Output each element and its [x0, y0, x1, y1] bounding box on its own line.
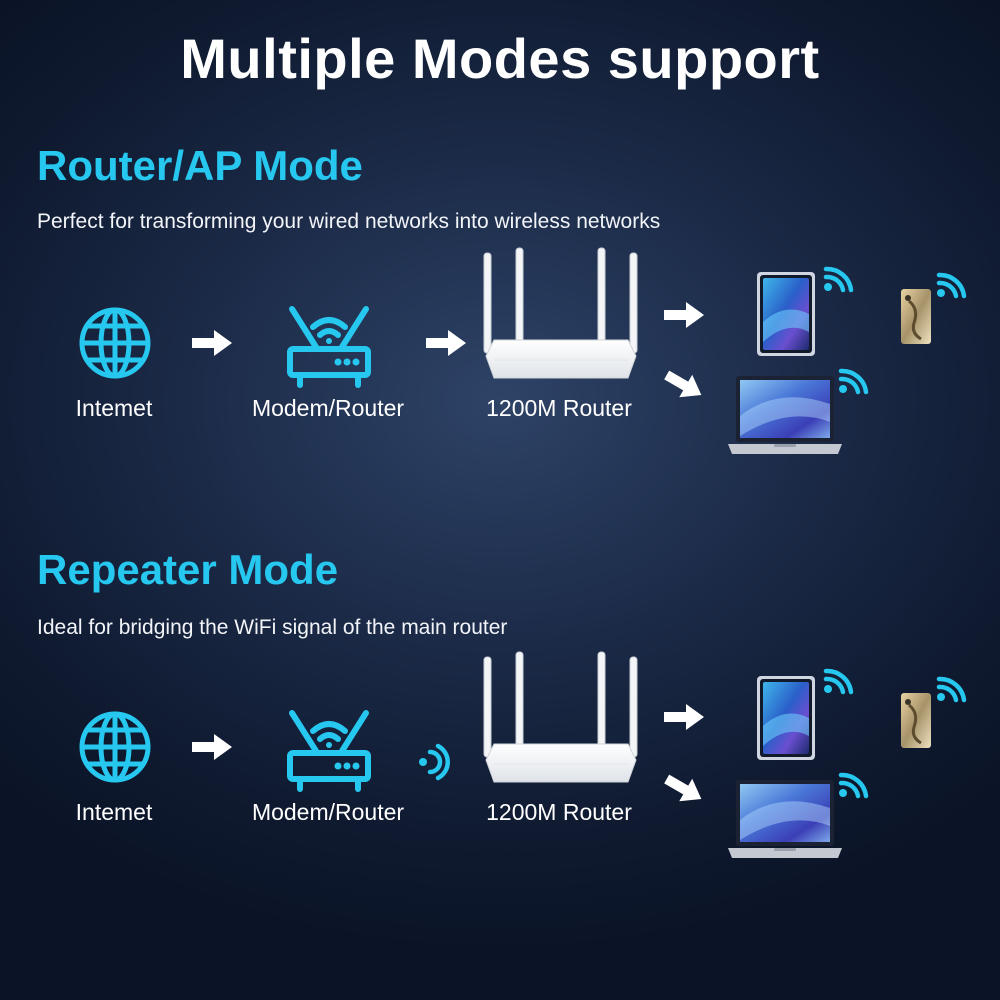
tablet-image — [757, 676, 815, 760]
node-label-internet: Intemet — [75, 799, 153, 825]
phone-image — [901, 693, 931, 748]
arrow-down-right-icon — [664, 774, 702, 802]
section-1-title: Router/AP Mode — [37, 142, 363, 189]
router-image — [483, 247, 638, 379]
section-2-title: Repeater Mode — [37, 546, 339, 593]
laptop-image — [728, 780, 842, 858]
section-1-description: Perfect for transforming your wired netw… — [37, 210, 661, 233]
arrow-right-icon — [426, 330, 466, 356]
globe-icon — [79, 711, 151, 783]
section-2-description: Ideal for bridging the WiFi signal of th… — [37, 616, 508, 639]
node-label-internet: Intemet — [75, 395, 153, 421]
wifi-signal-icon — [838, 772, 869, 799]
wifi-signal-icon — [823, 266, 854, 293]
node-label-modem: Modem/Router — [251, 395, 405, 421]
globe-icon — [79, 307, 151, 379]
page-title: Multiple Modes support — [180, 27, 820, 90]
wifi-signal-icon — [823, 668, 854, 695]
node-label-router: 1200M Router — [486, 799, 632, 825]
wifi-signal-icon — [838, 368, 869, 395]
modem-router-icon — [287, 710, 371, 792]
node-label-modem: Modem/Router — [251, 799, 405, 825]
arrow-right-icon — [192, 330, 232, 356]
node-label-router: 1200M Router — [486, 395, 632, 421]
tablet-image — [757, 272, 815, 356]
laptop-image — [728, 376, 842, 454]
arrow-right-icon — [664, 302, 704, 328]
wifi-signal-icon — [419, 743, 450, 781]
router-image — [483, 651, 638, 783]
wifi-signal-icon — [936, 676, 967, 703]
arrow-down-right-icon — [664, 370, 702, 398]
arrow-right-icon — [664, 704, 704, 730]
wifi-signal-icon — [936, 272, 967, 299]
modem-router-icon — [287, 306, 371, 388]
phone-image — [901, 289, 931, 344]
arrow-right-icon — [192, 734, 232, 760]
